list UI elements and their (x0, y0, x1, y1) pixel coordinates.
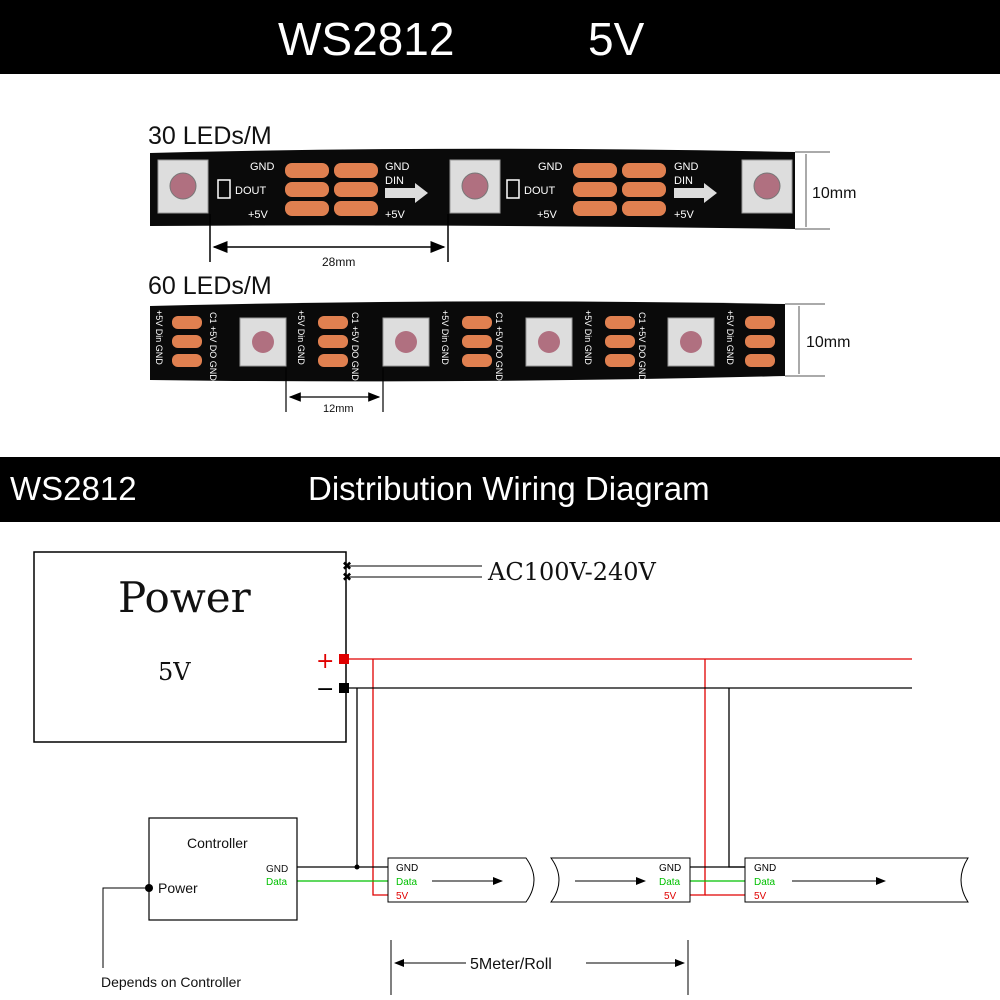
controller: Controller GND Data Power (145, 817, 298, 921)
strip-30-title: 30 LEDs/M (148, 122, 272, 150)
pad-din-label: DIN (674, 175, 693, 187)
strip-segment: GND Data 5V (387, 857, 535, 903)
power-title: Power (118, 573, 252, 622)
pad-din-label: DIN (385, 175, 404, 187)
solder-pads (285, 163, 666, 216)
segment-gnd-label: GND (659, 863, 681, 874)
negative-bus (296, 687, 912, 868)
segment-gnd-label: GND (396, 863, 418, 874)
voltage-title: 5V (588, 13, 645, 65)
terminal-icon: ✖ (342, 570, 352, 584)
section-model: WS2812 (10, 470, 137, 507)
solder-pads (172, 316, 775, 367)
pad-label-60: +5V Din GND (296, 310, 306, 365)
pitch-dimension (209, 214, 449, 262)
led-chip (449, 159, 501, 214)
terminal-icon: ✖ (342, 559, 352, 573)
pad-5v-label: +5V (385, 209, 406, 221)
pad-gnd-label: GND (674, 161, 699, 173)
strip-60: +5V Din GND C1 +5V DO GND +5V Din GND C1… (150, 301, 850, 415)
pad-dout-label: DOUT (235, 185, 266, 197)
segment-data-label: Data (396, 877, 418, 888)
strip-60-title: 60 LEDs/M (148, 272, 272, 300)
ac-input: ✖ ✖ AC100V-240V (342, 558, 657, 586)
led-chip (525, 317, 573, 367)
led-chip (382, 317, 430, 367)
pad-label-60: +5V Din GND (583, 310, 593, 365)
pad-5v-label: +5V (248, 209, 269, 221)
model-title: WS2812 (278, 13, 455, 65)
negative-terminal (339, 683, 349, 693)
segment-5v-label: 5V (396, 891, 409, 902)
pad-label-60: C1 +5V DO GND (637, 312, 647, 381)
roll-length-dimension (390, 940, 689, 995)
led-chip (741, 159, 793, 214)
pad-label-60: C1 +5V DO GND (208, 312, 218, 381)
power-voltage: 5V (158, 658, 191, 686)
strip-segment: GND Data 5V (550, 857, 691, 903)
section-banner: WS2812 Distribution Wiring Diagram (0, 457, 1000, 522)
pad-dout-label: DOUT (524, 185, 555, 197)
positive-sign: + (316, 649, 334, 674)
positive-terminal (339, 654, 349, 664)
segment-gnd-label: GND (754, 863, 776, 874)
led-chip (157, 159, 209, 214)
pad-label-60: +5V Din GND (725, 310, 735, 365)
controller-title: Controller (187, 835, 248, 851)
segment-data-label: Data (659, 877, 681, 888)
data-direction-arrow (385, 183, 717, 203)
ac-input-label: AC100V-240V (487, 558, 657, 586)
pad-label-60: +5V Din GND (440, 310, 450, 365)
pad-gnd-label: GND (385, 161, 410, 173)
controller-power-lead (102, 887, 145, 968)
junction-dot (354, 864, 360, 870)
negative-sign: − (316, 677, 334, 702)
pad-5v-label: +5V (674, 209, 695, 221)
strip-segment: GND Data 5V (744, 857, 969, 903)
pad-5v-label: +5V (537, 209, 558, 221)
controller-gnd-label: GND (266, 864, 288, 875)
led-chip (667, 317, 715, 367)
strip-60-width-label: 10mm (806, 334, 850, 351)
title-banner: WS2812 5V (0, 0, 1000, 74)
pad-gnd-label: GND (538, 161, 563, 173)
controller-power-terminal (145, 884, 153, 892)
roll-length-label: 5Meter/Roll (470, 956, 552, 973)
pad-gnd-label: GND (250, 161, 275, 173)
strip-30: GND DOUT +5V GND DIN +5V GND DOUT +5V GN… (150, 148, 856, 269)
pad-label-60: C1 +5V DO GND (350, 312, 360, 381)
pitch-dimension (285, 368, 384, 412)
controller-data-label: Data (266, 877, 288, 888)
depends-note: Depends on Controller (101, 974, 241, 990)
strip-60-pitch-label: 12mm (323, 403, 354, 415)
segment-5v-label: 5V (664, 891, 677, 902)
width-dimension (785, 303, 825, 377)
strip-30-width-label: 10mm (812, 185, 856, 202)
power-supply: Power 5V (33, 551, 347, 743)
pad-label-60: +5V Din GND (154, 310, 164, 365)
width-dimension (795, 151, 830, 230)
led-chip (239, 317, 287, 367)
section-title: Distribution Wiring Diagram (308, 470, 710, 507)
strip-30-pitch-label: 28mm (322, 255, 355, 269)
capacitor (217, 179, 520, 199)
segment-5v-label: 5V (754, 891, 767, 902)
segment-data-label: Data (754, 877, 776, 888)
pad-label-60: C1 +5V DO GND (494, 312, 504, 381)
controller-power-label: Power (158, 880, 198, 896)
